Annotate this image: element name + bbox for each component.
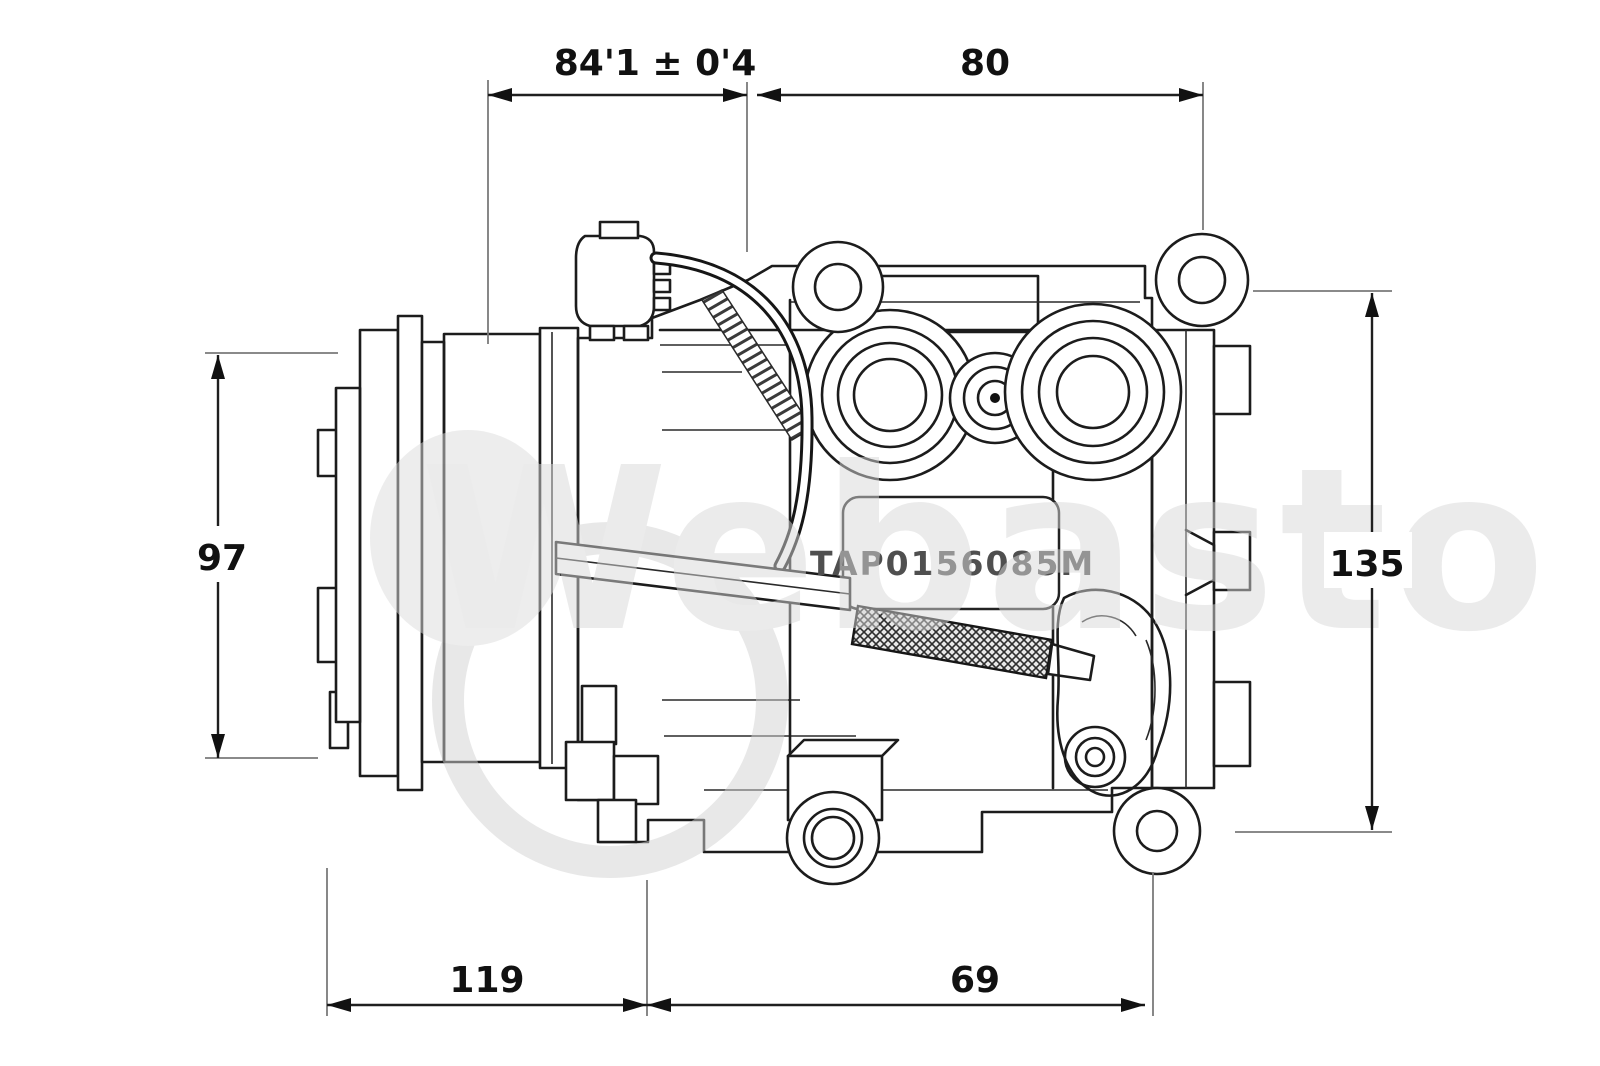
bolt-hole-top-left	[813, 262, 863, 312]
hose-bracket	[1056, 588, 1172, 797]
small-boss	[1063, 725, 1127, 789]
discharge-port-ring	[1020, 319, 1166, 465]
mounting-lug-bottom-left	[785, 790, 881, 886]
rear-tab	[1212, 344, 1252, 416]
part-number-text: TAP0156085M	[810, 544, 1095, 583]
bracket-arc	[1081, 615, 1137, 637]
center-boss-hole	[990, 393, 1000, 403]
arrowhead	[211, 355, 225, 379]
arrowhead	[1179, 88, 1203, 102]
cap-fitting	[574, 220, 672, 342]
foot-step	[612, 754, 660, 806]
cap-foot	[588, 324, 616, 342]
dimension-right-height: 135	[1235, 290, 1412, 833]
label-halo	[1324, 532, 1412, 588]
harness-core	[652, 254, 811, 570]
arrowhead	[1121, 998, 1145, 1012]
dimension-top-right-width: 80	[757, 43, 1204, 230]
arrowhead	[723, 88, 747, 102]
rear-tab	[1212, 680, 1252, 768]
arrowhead	[1365, 806, 1379, 830]
discharge-port-outer	[1003, 302, 1183, 482]
dimension-annotations: 84'1 ± 0'4 80 97 135	[190, 43, 1412, 1016]
suction-port-opening	[852, 357, 928, 433]
mounting-ear-top-right	[1154, 232, 1250, 328]
bolt-hole-bottom-right	[1135, 809, 1179, 853]
dimension-label: 97	[197, 538, 247, 579]
small-boss-hole	[1084, 746, 1106, 768]
cap-foot	[622, 324, 650, 342]
cap-body	[574, 234, 656, 328]
dimension-bottom-left-width: 119	[326, 868, 648, 1016]
label-halo	[190, 526, 254, 582]
arrowhead	[623, 998, 647, 1012]
dimension-top-width: 84'1 ± 0'4	[487, 43, 757, 344]
dimension-bottom-right-width: 69	[647, 872, 1154, 1016]
dimension-label: 135	[1329, 544, 1404, 585]
watermark-ring	[432, 522, 788, 878]
discharge-port-opening	[1055, 354, 1131, 430]
arrowhead	[488, 88, 512, 102]
bolt-hole-top-right	[1177, 255, 1227, 305]
watermark-disc	[370, 430, 566, 646]
cap-notch	[598, 220, 640, 240]
part-number-plate	[841, 495, 1061, 611]
bracket-arc	[1145, 639, 1156, 741]
dimension-label: 80	[960, 43, 1010, 84]
arrowhead	[757, 88, 781, 102]
lug-ring-bottom-left	[802, 807, 864, 869]
mounting-lugs	[785, 232, 1250, 886]
suction-port-ring	[836, 341, 944, 449]
bolt-hole-bottom-left	[810, 815, 856, 861]
dimension-label: 69	[950, 960, 1000, 1001]
dimension-left-height: 97	[190, 352, 338, 759]
arrowhead	[1365, 293, 1379, 317]
cap-tooth	[652, 278, 672, 294]
discharge-port-ring	[1037, 336, 1149, 448]
arrowhead	[647, 998, 671, 1012]
lug-plate-top	[786, 738, 900, 758]
wire-harness	[649, 251, 814, 573]
dimension-label: 84'1 ± 0'4	[554, 43, 757, 84]
cap-tooth	[652, 296, 672, 312]
foot-step	[596, 798, 638, 844]
foot-step	[580, 684, 618, 746]
dimension-label: 119	[449, 960, 524, 1001]
clutch-front-plate	[334, 386, 362, 724]
mounting-lug-bottom-right	[1112, 786, 1202, 876]
arrowhead	[211, 734, 225, 758]
braided-hose	[850, 604, 1054, 680]
foot-step	[564, 740, 616, 802]
rear-funnel	[1184, 528, 1216, 597]
small-boss-ring	[1074, 736, 1116, 778]
mounting-ear-top-left	[791, 240, 885, 334]
port-group	[803, 302, 1183, 482]
arrowhead	[327, 998, 351, 1012]
